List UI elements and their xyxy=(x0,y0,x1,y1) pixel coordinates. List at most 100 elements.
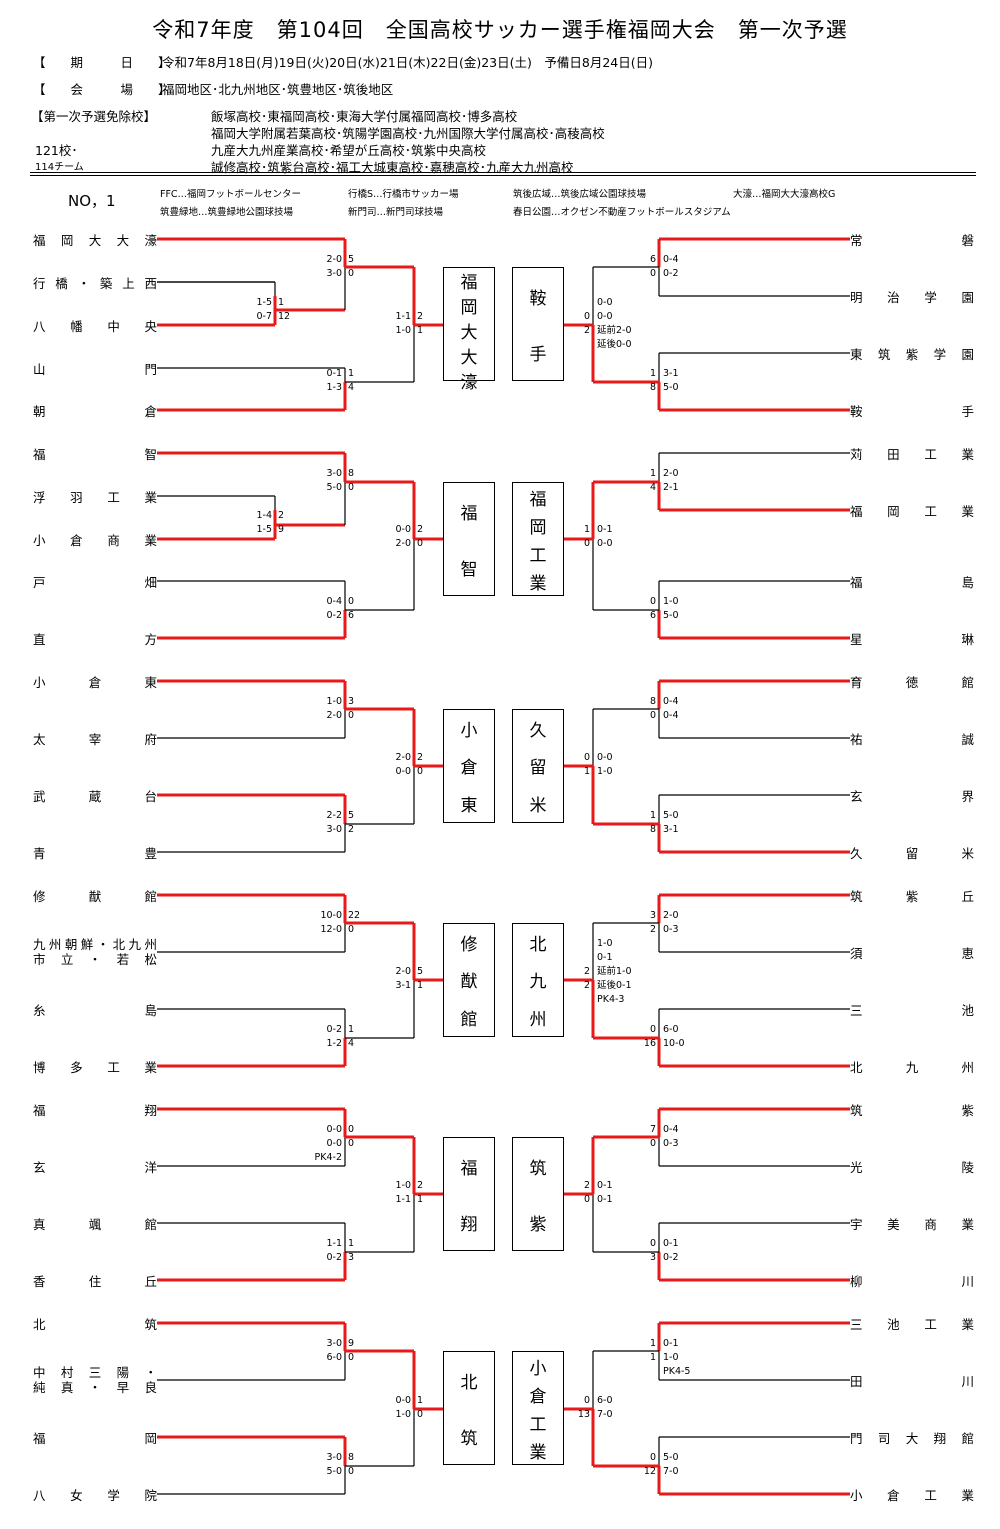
period-score: 0-0 xyxy=(597,297,613,308)
total-score: 0 xyxy=(348,1124,355,1135)
period-score: 1-1 xyxy=(326,1238,342,1249)
team-name: 苅田工業 xyxy=(850,446,974,462)
team-name: 香住丘 xyxy=(33,1273,157,1289)
team-name: 育徳館 xyxy=(850,674,974,690)
team-name: 九州朝鮮・北九州市立・若松 xyxy=(33,937,157,967)
team-name: 玄洋 xyxy=(33,1159,157,1175)
period-score: 0-7 xyxy=(256,311,272,322)
team-name: 東筑紫学園 xyxy=(850,346,974,362)
exempt-line: 誠修高校･筑紫台高校･福工大城東高校･嘉穂高校･九産大九州高校 xyxy=(211,160,574,175)
period-score: 0-3 xyxy=(663,924,679,935)
period-score: 2-0 xyxy=(395,966,411,977)
team-name: 田川 xyxy=(850,1373,974,1389)
period-score: 1-4 xyxy=(256,510,272,521)
team-name: 八女学院 xyxy=(33,1487,157,1503)
team-name: 八幡中央 xyxy=(33,318,157,334)
period-score: 5-0 xyxy=(663,1452,679,1463)
period-score: 1-0 xyxy=(326,696,342,707)
period-score: 1-0 xyxy=(395,1409,411,1420)
period-score: 0-4 xyxy=(663,710,679,721)
period-score: 5-0 xyxy=(663,810,679,821)
team-name: 小倉東 xyxy=(33,674,157,690)
period-score: 1-0 xyxy=(395,325,411,336)
team-name: 中村三陽・純真・早良 xyxy=(33,1365,157,1395)
period-score: 3-1 xyxy=(395,980,411,991)
exempt-line: 飯塚高校･東福岡高校･東海大学付属福岡高校･博多高校 xyxy=(211,109,518,124)
total-score: 9 xyxy=(348,1338,355,1349)
period-score: 10-0 xyxy=(663,1038,685,1049)
team-name: 青豊 xyxy=(33,845,157,861)
total-score: 0 xyxy=(348,710,355,721)
team-name: 筑紫 xyxy=(850,1102,974,1118)
total-score: 0 xyxy=(583,538,590,549)
total-score: 22 xyxy=(348,910,361,921)
total-score: 0 xyxy=(649,710,656,721)
total-score: 4 xyxy=(348,382,355,393)
team-name: 宇美商業 xyxy=(850,1216,974,1232)
total-score: 0 xyxy=(417,766,424,777)
period-score: 1-0 xyxy=(663,1352,679,1363)
total-score: 0 xyxy=(649,268,656,279)
total-score: 0 xyxy=(348,1352,355,1363)
total-score: 0 xyxy=(348,1466,355,1477)
period-score: 0-2 xyxy=(663,1252,679,1263)
total-score: 1 xyxy=(649,1338,656,1349)
total-score: 13 xyxy=(577,1409,590,1420)
team-name: 柳川 xyxy=(850,1273,974,1289)
team-name-line: 中村三陽・ xyxy=(33,1365,157,1380)
period-score: PK4-5 xyxy=(663,1366,691,1377)
total-score: 1 xyxy=(649,468,656,479)
period-score: 0-0 xyxy=(597,538,613,549)
period-score: 1-0 xyxy=(663,596,679,607)
total-score: 0 xyxy=(348,1138,355,1149)
block-winner-left: 福岡大大濠 xyxy=(443,267,495,393)
total-score: 2 xyxy=(583,980,590,991)
team-name: 玄界 xyxy=(850,788,974,804)
total-score: 3 xyxy=(348,1252,355,1263)
total-score: 2 xyxy=(417,752,424,763)
total-score: 0 xyxy=(583,311,590,322)
period-score: 7-0 xyxy=(663,1466,679,1477)
total-score: 1 xyxy=(278,297,285,308)
period-score: 0-1 xyxy=(597,1194,613,1205)
total-score: 5 xyxy=(348,810,355,821)
team-name: 直方 xyxy=(33,631,157,647)
venue-key: FFC…福岡フットボールセンター xyxy=(160,189,302,200)
exempt-line: 福岡大学附属若葉高校･筑陽学園高校･九州国際大学付属高校･高稜高校 xyxy=(211,126,605,141)
period-score: 10-0 xyxy=(320,910,342,921)
period-score: 延前2-0 xyxy=(597,325,632,336)
total-score: 16 xyxy=(643,1038,656,1049)
block-winner-right: 筑紫 xyxy=(512,1137,564,1251)
total-score: 1 xyxy=(348,368,355,379)
team-name: 福岡大大濠 xyxy=(33,232,157,248)
period-score: 3-0 xyxy=(326,1338,342,1349)
period-score: 12-0 xyxy=(320,924,342,935)
block-winner-right: 鞍手 xyxy=(512,267,564,381)
total-score: 2 xyxy=(278,510,285,521)
total-score: 1 xyxy=(417,1395,424,1406)
period-score: 3-0 xyxy=(326,824,342,835)
team-name: 修猷館 xyxy=(33,888,157,904)
venue-key: 筑豊緑地…筑豊緑地公園球技場 xyxy=(160,207,294,218)
period-score: 2-0 xyxy=(663,468,679,479)
period-score: 3-0 xyxy=(326,1452,342,1463)
period-score: 1-0 xyxy=(395,1180,411,1191)
period-score: 2-0 xyxy=(395,752,411,763)
period-score: 0-1 xyxy=(663,1338,679,1349)
period-score: PK4-3 xyxy=(597,994,625,1005)
period-score: 0-2 xyxy=(326,1024,342,1035)
period-score: 0-0 xyxy=(395,524,411,535)
total-score: 8 xyxy=(348,1452,355,1463)
total-score: 1 xyxy=(417,325,424,336)
period-score: 0-1 xyxy=(597,1180,613,1191)
period-score: 2-0 xyxy=(326,710,342,721)
team-name: 北筑 xyxy=(33,1316,157,1332)
period-score: 3-0 xyxy=(326,268,342,279)
venue-key: 春日公園…オクゼン不動産フットボールスタジアム xyxy=(513,207,731,218)
team-name-line: 九州朝鮮・北九州 xyxy=(33,937,157,952)
total-score: 2 xyxy=(417,311,424,322)
total-score: 2 xyxy=(583,1180,590,1191)
period-score: 0-1 xyxy=(326,368,342,379)
total-score: 1 xyxy=(417,1194,424,1205)
period-score: 6-0 xyxy=(326,1352,342,1363)
